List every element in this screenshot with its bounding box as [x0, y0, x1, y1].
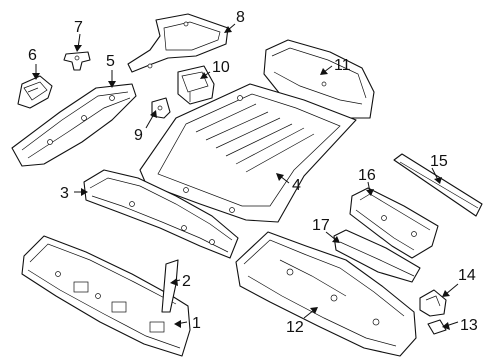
part-12-shape: [235, 231, 417, 357]
callout-13: 13: [460, 317, 478, 334]
callout-10: 10: [212, 59, 230, 76]
part-15-shape: [393, 153, 483, 217]
part-16-shape: [349, 187, 439, 259]
leader-lines: [32, 23, 459, 330]
part-14-shape: [419, 289, 447, 317]
callout-2: 2: [182, 273, 191, 290]
callout-6: 6: [28, 47, 37, 64]
part-4-shape: [139, 83, 357, 223]
callout-5: 5: [106, 53, 115, 70]
callout-3: 3: [60, 185, 69, 202]
part-7-shape: [63, 51, 91, 71]
callout-12: 12: [286, 319, 304, 336]
part-8-shape: [127, 13, 229, 73]
callout-8: 8: [236, 9, 245, 26]
callout-16: 16: [358, 167, 376, 184]
part-2-shape: [161, 259, 179, 313]
callout-7: 7: [74, 19, 83, 36]
part-6-shape: [17, 75, 53, 109]
part-1-shape: [21, 235, 191, 357]
callout-4: 4: [292, 177, 301, 194]
callout-9: 9: [134, 127, 143, 144]
callout-15: 15: [430, 153, 448, 170]
part-11-shape: [263, 39, 375, 119]
part-17-shape: [333, 229, 421, 283]
part-10-shape: [177, 65, 215, 105]
callout-1: 1: [192, 315, 201, 332]
callout-14: 14: [458, 267, 476, 284]
part-5-shape: [11, 83, 137, 167]
callout-11: 11: [334, 57, 351, 74]
part-13-shape: [427, 319, 447, 335]
part-3-shape: [83, 169, 239, 259]
callout-17: 17: [312, 217, 330, 234]
